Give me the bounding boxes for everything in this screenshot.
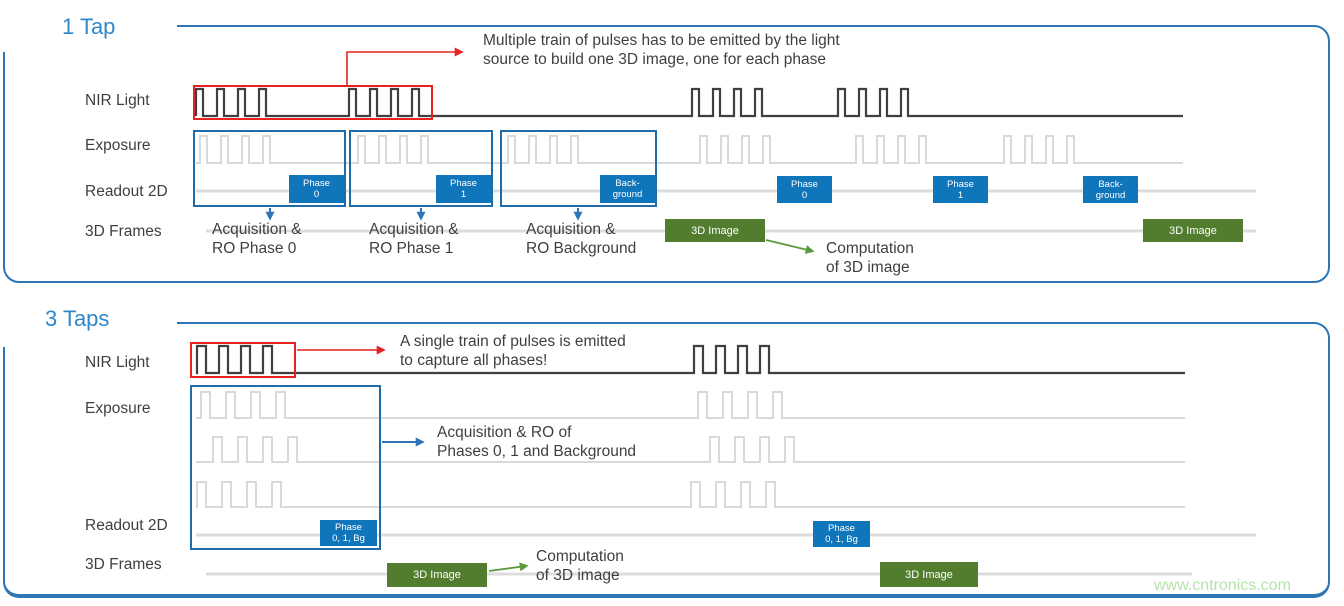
p1-row-label-frames: 3D Frames bbox=[85, 223, 162, 240]
caption-line: RO Phase 0 bbox=[212, 240, 297, 257]
p1-annotation: Multiple train of pulses has to be emitt… bbox=[483, 31, 840, 69]
p1-row-label-exposure: Exposure bbox=[85, 137, 151, 154]
phase-label-line: Phase bbox=[791, 178, 818, 190]
phase-label-line: 0, 1, Bg bbox=[825, 534, 858, 545]
phase-label-line: Back- bbox=[615, 178, 640, 189]
caption-line: to capture all phases! bbox=[400, 352, 548, 369]
panel-1-title-notch bbox=[0, 10, 177, 52]
p1-acquisition-frame-phase0 bbox=[193, 130, 346, 207]
caption-line: of 3D image bbox=[826, 259, 910, 276]
p2-computation-note: Computation of 3D image bbox=[536, 547, 624, 585]
p2-row-label-exposure: Exposure bbox=[85, 400, 151, 417]
p1-3d-image-box-b: 3D Image bbox=[1143, 219, 1243, 242]
phase-label-line: Phase bbox=[450, 178, 477, 189]
caption-line: Phases 0, 1 and Background bbox=[437, 443, 637, 460]
p2-3d-image-box-b: 3D Image bbox=[880, 562, 978, 587]
p2-3d-image-box-a: 3D Image bbox=[387, 563, 487, 587]
caption-line: RO Background bbox=[526, 240, 637, 257]
p1-acquisition-caption-phase1: Acquisition & RO Phase 1 bbox=[369, 220, 459, 258]
p1-acquisition-caption-phase0: Acquisition & RO Phase 0 bbox=[212, 220, 302, 258]
p1-nir-highlight-frame bbox=[193, 85, 433, 120]
panel-1-title: 1 Tap bbox=[62, 14, 116, 39]
p1-acquisition-caption-background: Acquisition & RO Background bbox=[526, 220, 636, 258]
phase-label-line: ground bbox=[1095, 189, 1126, 201]
phase-label-line: 0 bbox=[801, 189, 808, 201]
phase-label-line: 1 bbox=[957, 189, 964, 201]
p1-readout-label-background-b: Back-ground bbox=[1083, 176, 1138, 203]
phase-label-line: Phase bbox=[303, 178, 330, 189]
caption-line: Acquisition & bbox=[212, 221, 302, 238]
phase-label-line: Phase bbox=[335, 522, 362, 533]
watermark: www.cntronics.com bbox=[1154, 577, 1291, 594]
caption-line: Acquisition & bbox=[526, 221, 616, 238]
caption-line: RO Phase 1 bbox=[369, 240, 454, 257]
p1-computation-note: Computation of 3D image bbox=[826, 239, 914, 277]
panel-2-title-notch bbox=[0, 303, 177, 347]
p2-row-label-frames: 3D Frames bbox=[85, 556, 162, 573]
caption-line: Computation bbox=[536, 548, 624, 565]
p1-annotation-line2: source to build one 3D image, one for ea… bbox=[483, 51, 826, 68]
p2-acquisition-annotation: Acquisition & RO of Phases 0, 1 and Back… bbox=[437, 423, 636, 461]
p1-annotation-line1: Multiple train of pulses has to be emitt… bbox=[483, 32, 840, 49]
p1-acquisition-frame-background bbox=[500, 130, 657, 207]
phase-label-line: Phase bbox=[828, 523, 855, 534]
p1-readout-label-background-a: Back-ground bbox=[600, 175, 655, 203]
p2-nir-highlight-frame bbox=[190, 342, 296, 378]
p2-annotation: A single train of pulses is emitted to c… bbox=[400, 332, 626, 370]
caption-line: Acquisition & RO of bbox=[437, 424, 572, 441]
p2-acquisition-frame bbox=[190, 385, 381, 550]
p2-row-label-readout: Readout 2D bbox=[85, 517, 168, 534]
phase-label-line: 0 bbox=[313, 189, 320, 200]
panel-2-title: 3 Taps bbox=[45, 306, 110, 331]
p2-row-label-nir: NIR Light bbox=[85, 354, 150, 371]
caption-line: A single train of pulses is emitted bbox=[400, 333, 626, 350]
phase-label-line: Phase bbox=[947, 178, 974, 190]
phase-label-line: Back- bbox=[1098, 178, 1123, 190]
phase-label-line: 1 bbox=[460, 189, 467, 200]
p1-acquisition-frame-phase1 bbox=[349, 130, 493, 207]
caption-line: Computation bbox=[826, 240, 914, 257]
panel-1-tap bbox=[3, 25, 1330, 283]
caption-line: of 3D image bbox=[536, 567, 620, 584]
phase-label-line: ground bbox=[612, 189, 643, 200]
caption-line: Acquisition & bbox=[369, 221, 459, 238]
p1-3d-image-box-a: 3D Image bbox=[665, 219, 765, 242]
p1-row-label-readout: Readout 2D bbox=[85, 183, 168, 200]
phase-label-line: 0, 1, Bg bbox=[332, 533, 365, 544]
panel-3-taps bbox=[3, 322, 1330, 598]
p1-row-label-nir: NIR Light bbox=[85, 92, 150, 109]
